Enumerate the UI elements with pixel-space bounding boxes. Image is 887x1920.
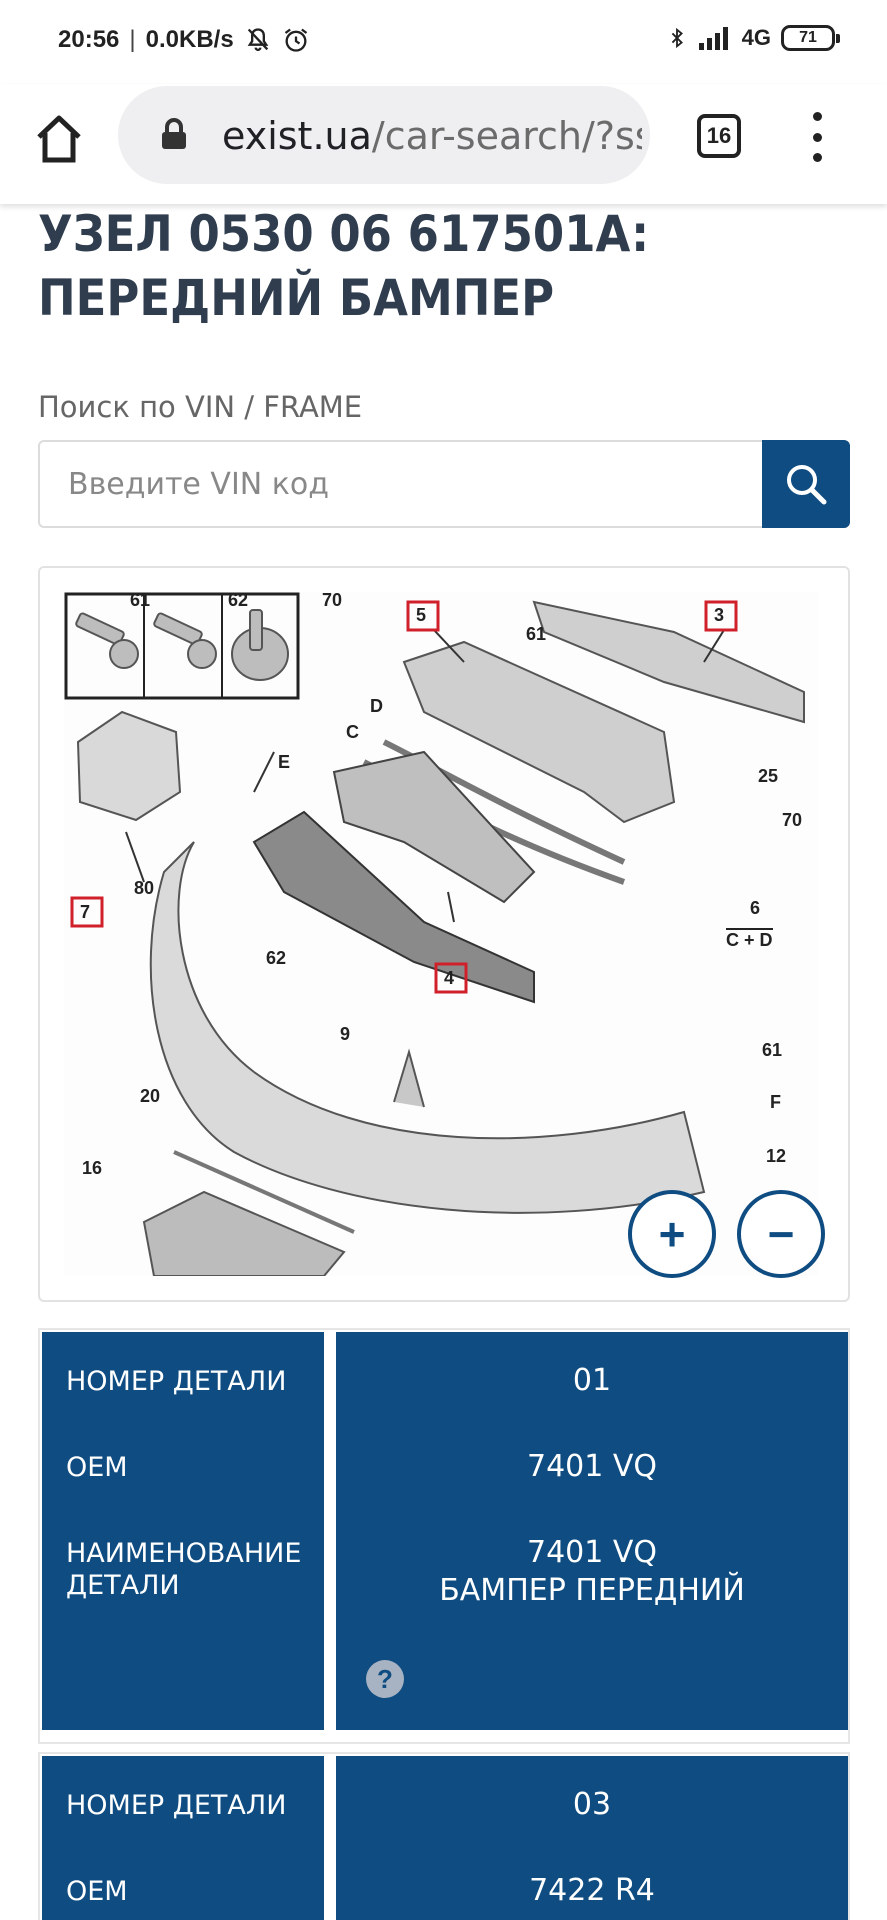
parts-diagram[interactable]: 61 62 70 5 61 3 D C 25 E 70 80 7 62 6 C …: [64, 592, 818, 1276]
part-card: НОМЕР ДЕТАЛИ OEM НАИМЕНОВАНИЕ ДЕТАЛИ 01 …: [38, 1328, 850, 1744]
vin-search-button[interactable]: [762, 440, 850, 528]
label-part-number: НОМЕР ДЕТАЛИ: [66, 1790, 287, 1821]
part-labels-column: НОМЕР ДЕТАЛИ OEM: [42, 1756, 324, 1920]
label-oem: OEM: [66, 1452, 128, 1483]
oem-value[interactable]: 7401 VQ: [526, 1449, 658, 1484]
status-separator: |: [129, 26, 136, 53]
exploded-view-drawing: [64, 592, 805, 1276]
browser-toolbar: exist.ua/car-search/?ss 16: [0, 84, 887, 204]
part-name-line1: 7401 VQ: [526, 1535, 658, 1570]
part-name-line2: БАМПЕР ПЕРЕДНИЙ: [439, 1573, 745, 1608]
url-text[interactable]: exist.ua/car-search/?ss: [222, 116, 642, 156]
status-speed: 0.0KB/s: [145, 26, 234, 53]
tab-switcher-button[interactable]: 16: [697, 114, 741, 158]
alarm-icon: [284, 28, 307, 52]
oem-value[interactable]: 7422 R4: [529, 1873, 655, 1908]
url-path: /car-search/?ss: [371, 116, 642, 156]
label-part-name: НАИМЕНОВАНИЕ ДЕТАЛИ: [66, 1538, 302, 1601]
bell-off-icon: [247, 28, 269, 52]
diagram-label[interactable]: 61: [526, 624, 547, 644]
part-number-value: 03: [572, 1787, 612, 1822]
vin-search-label: Поиск по VIN / FRAME: [38, 390, 363, 424]
status-time: 20:56: [58, 26, 120, 53]
address-bar[interactable]: exist.ua/car-search/?ss: [118, 86, 650, 184]
diagram-label[interactable]: 80: [134, 878, 155, 898]
tab-count: 16: [706, 123, 732, 148]
zoom-out-button[interactable]: −: [737, 1190, 825, 1278]
status-bar: 20:56 | 0.0KB/s 4G 71: [0, 0, 887, 84]
part-number-value: 01: [572, 1363, 612, 1398]
diagram-label[interactable]: 16: [82, 1158, 103, 1178]
label-oem: OEM: [66, 1876, 128, 1907]
diagram-label[interactable]: 9: [340, 1024, 351, 1044]
label-part-number: НОМЕР ДЕТАЛИ: [66, 1366, 287, 1397]
part-labels-column: НОМЕР ДЕТАЛИ OEM НАИМЕНОВАНИЕ ДЕТАЛИ: [42, 1332, 324, 1730]
home-icon[interactable]: [34, 112, 84, 166]
diagram-label[interactable]: 12: [766, 1146, 787, 1166]
diagram-label[interactable]: 6: [750, 898, 761, 918]
diagram-label[interactable]: F: [770, 1092, 781, 1112]
battery-level: 71: [799, 29, 817, 46]
diagram-label[interactable]: E: [278, 752, 291, 772]
diagram-label[interactable]: 5: [416, 605, 427, 625]
diagram-label[interactable]: C + D: [726, 928, 773, 950]
diagram-label[interactable]: 62: [266, 948, 287, 968]
part-card: НОМЕР ДЕТАЛИ OEM 03 7422 R4: [38, 1752, 850, 1920]
lock-icon: [162, 118, 186, 149]
diagram-label[interactable]: 25: [758, 766, 779, 786]
page-title: УЗЕЛ 0530 06 617501A: ПЕРЕДНИЙ БАМПЕР: [38, 205, 650, 327]
diagram-label[interactable]: 62: [228, 592, 249, 610]
vin-input[interactable]: [38, 440, 762, 528]
diagram-label[interactable]: 70: [322, 592, 343, 610]
bluetooth-icon: [671, 27, 683, 49]
diagram-label[interactable]: D: [370, 696, 383, 716]
help-icon[interactable]: ?: [366, 1660, 404, 1698]
battery-icon: 71: [781, 25, 840, 51]
part-values-column: 01 7401 VQ 7401 VQ БАМПЕР ПЕРЕДНИЙ ?: [336, 1332, 848, 1730]
diagram-label[interactable]: 7: [80, 902, 91, 922]
diagram-label[interactable]: 20: [140, 1086, 161, 1106]
diagram-label[interactable]: 61: [130, 592, 151, 610]
zoom-in-button[interactable]: +: [628, 1190, 716, 1278]
diagram-label[interactable]: 61: [762, 1040, 783, 1060]
diagram-card: 61 62 70 5 61 3 D C 25 E 70 80 7 62 6 C …: [38, 566, 850, 1302]
diagram-label[interactable]: 70: [782, 810, 803, 830]
search-icon: [787, 465, 827, 505]
diagram-label[interactable]: 3: [714, 605, 725, 625]
more-menu-icon[interactable]: [806, 112, 828, 162]
part-values-column: 03 7422 R4: [336, 1756, 848, 1920]
url-domain: exist.ua: [222, 116, 372, 156]
diagram-label[interactable]: 4: [444, 968, 455, 988]
signal-icon: [698, 27, 728, 50]
network-type: 4G: [741, 25, 771, 50]
diagram-label[interactable]: C: [346, 722, 359, 742]
